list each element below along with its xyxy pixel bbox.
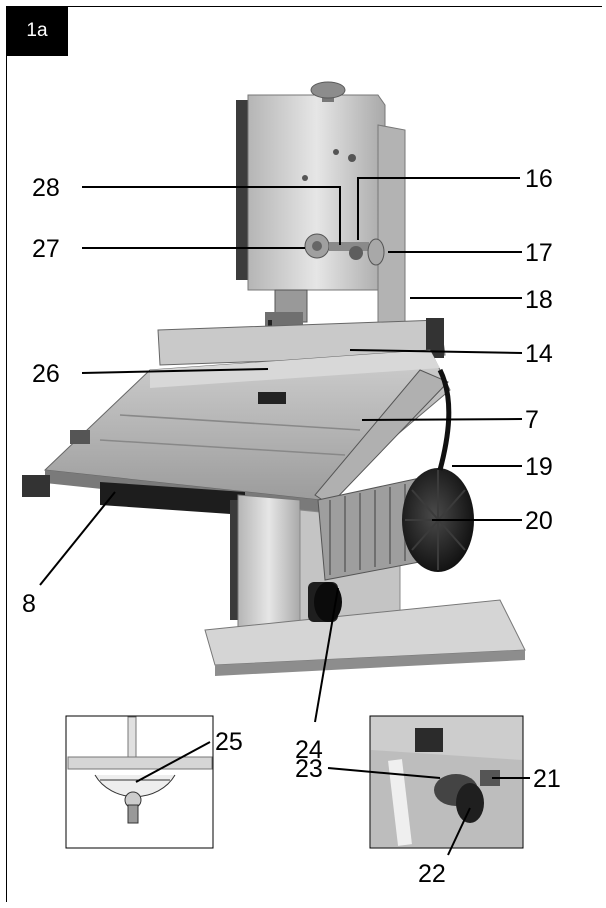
upper-wheel-housing [236, 94, 386, 291]
callout-14: 14 [525, 340, 553, 368]
figure-badge: 1a [6, 6, 68, 56]
callout-20: 20 [525, 507, 553, 535]
callout-23: 23 [295, 755, 323, 783]
page-frame [6, 6, 602, 902]
inset-table-tilt [369, 715, 524, 849]
base-plate [204, 599, 526, 676]
callout-27: 27 [32, 235, 60, 263]
callout-18: 18 [525, 286, 553, 314]
callout-22: 22 [418, 860, 446, 888]
callout-25: 25 [215, 728, 243, 756]
callout-26: 26 [32, 360, 60, 388]
callout-8: 8 [22, 590, 36, 618]
callout-16: 16 [525, 165, 553, 193]
inset-mitre-gauge [65, 715, 214, 849]
callout-28: 28 [32, 174, 60, 202]
callout-24: 24 [295, 736, 323, 764]
frame-column [377, 124, 406, 341]
saw-table [22, 349, 451, 512]
callout-17: 17 [525, 239, 553, 267]
handle-grip [100, 482, 245, 515]
dust-extraction-port [308, 582, 342, 622]
callout-leader-lines [39, 177, 530, 856]
callout-7: 7 [525, 406, 539, 434]
callout-19: 19 [525, 453, 553, 481]
blade-guide-assembly [265, 233, 385, 330]
callout-21: 21 [533, 765, 561, 793]
tension-knob [310, 81, 346, 102]
